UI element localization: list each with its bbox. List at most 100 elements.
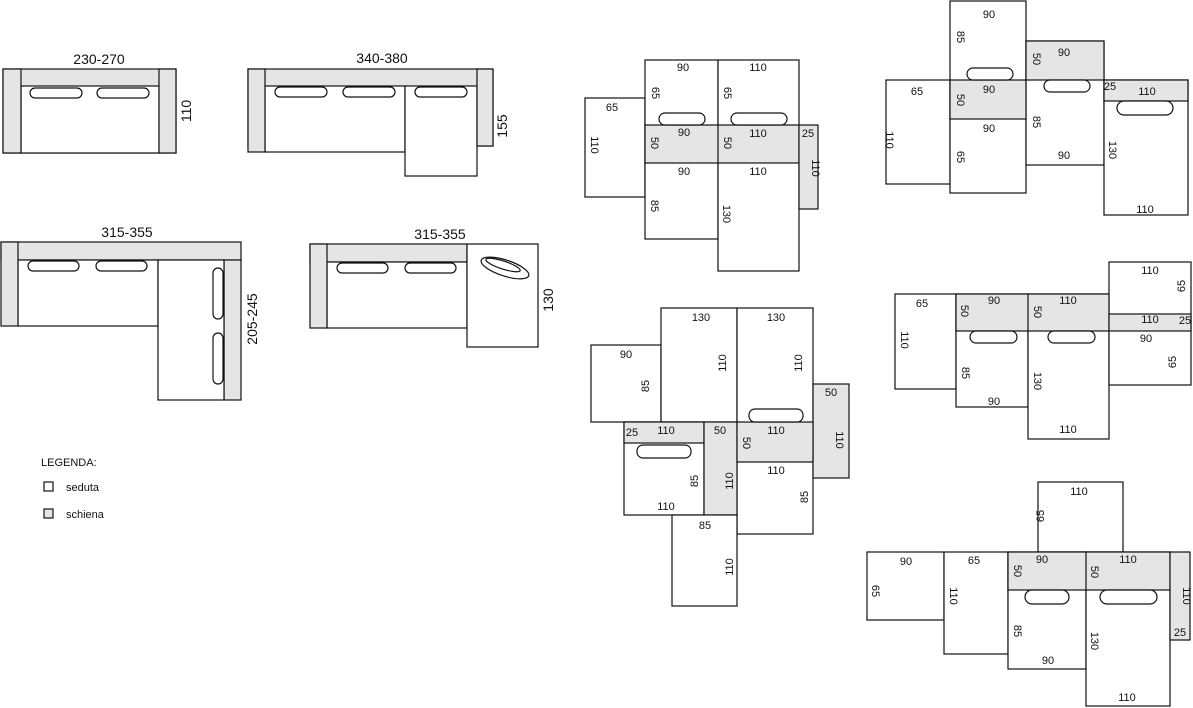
c3-label: 90	[620, 349, 632, 361]
c3-label: 130	[692, 312, 710, 324]
c4-label: 130	[1031, 372, 1043, 390]
c3-label: 110	[724, 472, 736, 490]
c2-label: 110	[1138, 86, 1156, 98]
c5-label: 25	[1174, 627, 1186, 639]
sofa-a-width: 230-270	[73, 51, 125, 67]
c4-label: 50	[1031, 306, 1043, 318]
c1-label: 110	[749, 128, 767, 140]
sofa-c-depth: 205-245	[244, 293, 260, 345]
configuration-1: 90 110 65 65 65 110 90 110 25 50 50 90 1…	[584, 59, 821, 272]
legend-title: LEGENDA:	[41, 457, 97, 469]
c2-label: 65	[954, 151, 966, 163]
c4-label: 110	[898, 331, 910, 349]
c2-label: 90	[983, 123, 995, 135]
c3-label: 85	[699, 520, 711, 532]
c4-label: 25	[1179, 315, 1191, 327]
c5-label: 110	[1070, 486, 1088, 498]
c1-label: 65	[721, 87, 733, 99]
c1-label: 25	[802, 128, 814, 140]
c5-label: 130	[1088, 632, 1100, 650]
c1-label: 130	[720, 205, 732, 223]
c4-label: 50	[958, 305, 970, 317]
c3-label: 110	[767, 465, 785, 477]
c1-label: 110	[749, 166, 767, 178]
configuration-3: 130 130 90 85 110 110 50 110 25 110 50 1…	[590, 307, 850, 607]
configuration-5: 110 65 90 65 65 110 90 50 110 50 110 25 …	[866, 481, 1192, 707]
c3-label: 110	[717, 354, 729, 372]
configuration-4: 110 65 65 110 90 50 110 50 110 25 90 65 …	[894, 261, 1192, 440]
sofa-d-width: 315-355	[414, 226, 466, 242]
c3-label: 110	[657, 425, 675, 437]
sofa-d-depth: 130	[540, 288, 556, 312]
c1-label: 65	[649, 87, 661, 99]
sofa-b-width: 340-380	[356, 50, 408, 66]
c3-label: 130	[767, 312, 785, 324]
c5-label: 90	[1042, 655, 1054, 667]
c2-label: 85	[954, 31, 966, 43]
c3-label: 110	[833, 431, 845, 449]
legend-swatch-seat	[43, 481, 54, 492]
c4-label: 110	[1141, 265, 1159, 277]
c4-label: 110	[1059, 424, 1077, 436]
c3-label: 110	[657, 501, 675, 513]
sofa-b-depth: 155	[494, 114, 510, 138]
legend-swatch-back	[43, 508, 54, 519]
c5-label: 90	[900, 556, 912, 568]
legend-item-seat: seduta	[66, 482, 100, 494]
c2-label: 90	[983, 84, 995, 96]
c2-label: 25	[1104, 81, 1116, 93]
c1-label: 110	[809, 159, 821, 177]
c3-label: 50	[714, 425, 726, 437]
c4-label: 90	[988, 396, 1000, 408]
c1-label: 90	[677, 62, 689, 74]
c4-label: 90	[1140, 333, 1152, 345]
c5-label: 65	[869, 585, 881, 597]
sofa-a-depth: 110	[178, 100, 194, 123]
c3-label: 110	[793, 354, 805, 372]
c4-label: 65	[1167, 356, 1179, 368]
c4-label: 85	[959, 367, 971, 379]
configuration-2: 90 85 90 50 65 110 90 50 110 25 90 65 85…	[883, 0, 1189, 216]
c1-label: 50	[648, 137, 660, 149]
c3-label: 110	[724, 558, 736, 576]
c3-label: 85	[640, 380, 652, 392]
c2-label: 65	[911, 86, 923, 98]
c1-label: 110	[588, 136, 600, 154]
c5-label: 90	[1036, 554, 1048, 566]
sofa-b: 340-380 155	[247, 50, 510, 177]
c2-label: 110	[1136, 204, 1154, 216]
sofa-d: 315-355 130	[309, 226, 556, 348]
c2-label: 85	[1030, 116, 1042, 128]
c5-label: 65	[1035, 510, 1047, 522]
c3-label: 85	[689, 475, 701, 487]
c5-label: 50	[1088, 566, 1100, 578]
legend-item-back: schiena	[66, 509, 105, 521]
c3-label: 110	[767, 425, 785, 437]
c2-label: 130	[1106, 141, 1118, 159]
c1-label: 90	[678, 166, 690, 178]
c5-label: 110	[1180, 587, 1192, 605]
legend: LEGENDA: seduta schiena	[41, 457, 105, 521]
c5-label: 50	[1011, 565, 1023, 577]
c4-label: 110	[1141, 314, 1159, 326]
c2-label: 90	[1058, 150, 1070, 162]
sofa-c-width: 315-355	[101, 224, 153, 240]
c2-label: 50	[954, 94, 966, 106]
c5-label: 65	[968, 555, 980, 567]
c3-label: 50	[740, 437, 752, 449]
c5-label: 85	[1011, 625, 1023, 637]
c1-label: 110	[749, 62, 767, 74]
c2-label: 90	[1058, 47, 1070, 59]
c2-label: 90	[983, 9, 995, 21]
c1-label: 90	[678, 127, 690, 139]
c2-label: 50	[1030, 53, 1042, 65]
c5-label: 110	[1118, 692, 1136, 704]
c1-label: 85	[648, 200, 660, 212]
c5-label: 110	[1119, 554, 1137, 566]
sofa-c: 315-355 205-245	[0, 224, 260, 401]
sofa-a: 230-270 110	[2, 51, 194, 154]
c1-label: 50	[721, 137, 733, 149]
c4-label: 110	[1059, 295, 1077, 307]
c3-label: 50	[825, 387, 837, 399]
